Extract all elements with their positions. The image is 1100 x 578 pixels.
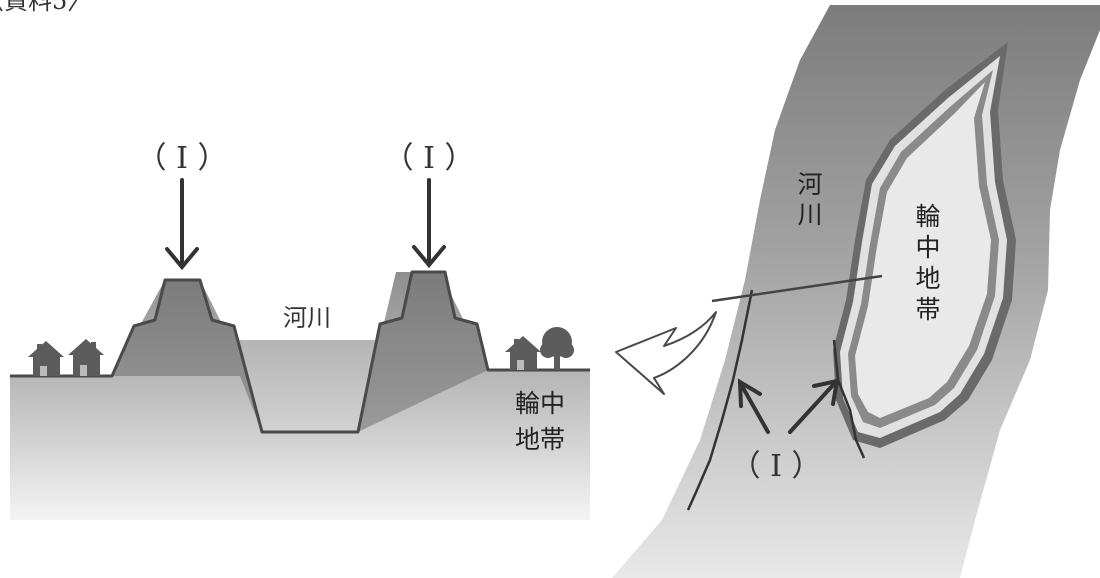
map-label-i: （ Ⅰ ） [731,449,822,484]
tree-icon [540,327,574,370]
ground-outline [10,270,590,434]
map-wajuu-char-2: 中 [915,233,940,262]
arrow-down-icon [412,178,446,269]
house-icon [68,339,104,376]
river-water [236,340,378,432]
wajuu-land [855,82,991,418]
right-levee [358,272,488,432]
hollow-arrow-icon [615,311,717,395]
arrow-up-icon [737,378,770,434]
arrow-down-icon [165,178,199,271]
cross-section: （ Ⅰ ） （ Ⅰ ） 河川 輪中 地帯 [10,141,590,520]
map-river-char-1: 河 [797,170,822,199]
cross-section-line [711,274,883,303]
figure-caption: 〈資料5〉 [0,0,91,15]
label-i-left: （ Ⅰ ） [137,141,228,176]
house-icon [28,341,64,376]
map-view: （ Ⅰ ） 河 川 輪 中 地 帯 [612,5,1100,578]
riverbank-line-left [686,289,754,511]
river-label: 河川 [283,304,331,332]
map-wajuu-char-4: 帯 [915,295,940,324]
map-river-char-2: 川 [797,200,822,229]
arrow-up-right-icon [788,378,840,434]
map-wajuu-char-3: 地 [915,264,940,293]
riverbank-line-right [832,339,866,459]
house-icon [505,336,541,370]
wajuu-label-line1: 輪中 [515,389,565,418]
map-wajuu-char-1: 輪 [915,202,940,231]
label-i-right: （ Ⅰ ） [384,141,475,176]
wajuu-label-line2: 地帯 [515,425,565,454]
left-levee [112,280,262,432]
